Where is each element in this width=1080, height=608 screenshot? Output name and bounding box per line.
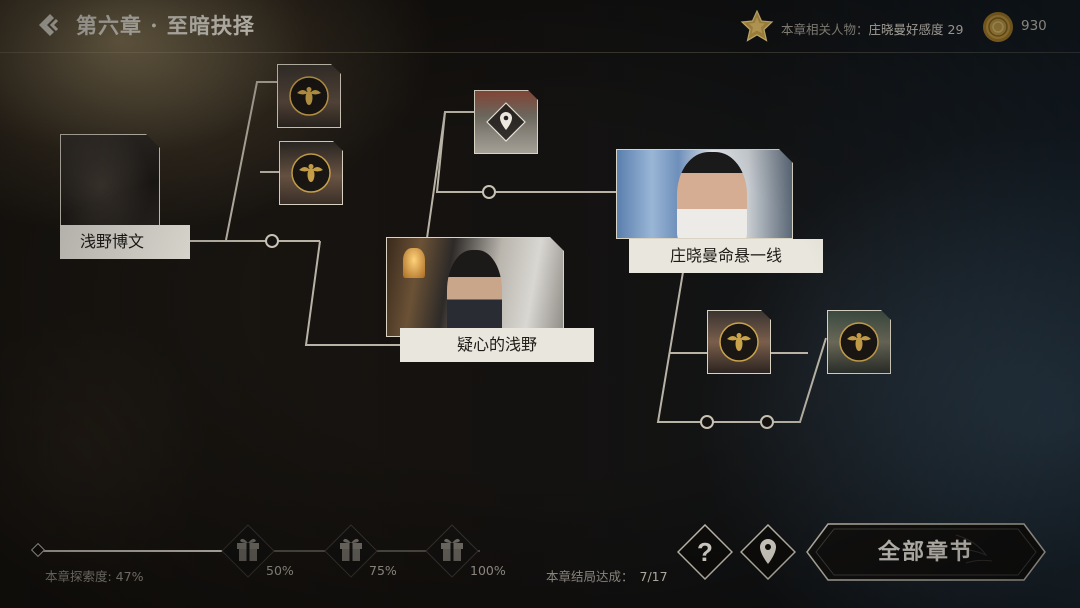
top-bar: 第六章 · 至暗抉择 本章相关人物：庄晓曼好感度 29 930	[0, 0, 1080, 53]
map-pin-icon	[486, 102, 526, 142]
explore-progress-fill	[40, 550, 247, 552]
lamp-shape	[403, 248, 425, 278]
reward-pct-50: 50%	[266, 563, 294, 578]
locked-node-3[interactable]	[707, 310, 771, 374]
locked-node-4[interactable]	[827, 310, 891, 374]
bee-emblem-icon	[719, 322, 759, 362]
coin-count: 930	[1021, 18, 1047, 34]
ending-label-text: 本章结局达成：	[546, 569, 634, 584]
ending-progress-value: 7/17	[639, 569, 668, 584]
reward-pct-100: 100%	[470, 563, 506, 578]
all-chapters-button[interactable]	[806, 523, 1046, 581]
scene-label-right[interactable]: 庄晓曼命悬一线	[629, 239, 823, 273]
affinity-prefix: 本章相关人物：	[781, 22, 869, 37]
scene-label-left[interactable]: 浅野博文	[60, 225, 190, 259]
scene-node-left[interactable]	[60, 134, 160, 234]
location-node[interactable]	[474, 90, 538, 154]
explore-label: 本章探索度: 47%	[45, 569, 144, 584]
reward-gift-75-icon[interactable]	[324, 524, 378, 578]
help-button[interactable]: ?	[677, 524, 733, 580]
coin-icon	[983, 12, 1013, 42]
question-mark-icon: ?	[697, 537, 713, 567]
scene-node-right[interactable]	[616, 149, 793, 239]
bee-emblem-icon	[839, 322, 879, 362]
reward-gift-50-icon[interactable]	[221, 524, 275, 578]
bee-emblem-icon	[289, 76, 329, 116]
affinity-star-icon	[740, 10, 774, 42]
chapter-title: 第六章 · 至暗抉择	[76, 13, 255, 38]
bee-emblem-icon	[291, 153, 331, 193]
locked-node-2[interactable]	[279, 141, 343, 205]
ending-progress: 本章结局达成： 7/17	[546, 566, 668, 585]
scene-label-middle[interactable]: 疑心的浅野	[400, 328, 594, 362]
reward-gift-100-icon[interactable]	[425, 524, 479, 578]
affinity-value: 庄晓曼好感度 29	[868, 22, 964, 37]
character-silhouette	[677, 152, 747, 239]
affinity-info: 本章相关人物：庄晓曼好感度 29	[781, 19, 963, 38]
back-arrow-icon[interactable]	[36, 12, 62, 38]
map-pin-icon	[760, 539, 776, 564]
character-silhouette	[447, 250, 502, 337]
location-button[interactable]	[740, 524, 796, 580]
background-silhouette	[0, 290, 330, 608]
reward-pct-75: 75%	[369, 563, 397, 578]
scene-node-middle[interactable]	[386, 237, 564, 337]
locked-node-1[interactable]	[277, 64, 341, 128]
